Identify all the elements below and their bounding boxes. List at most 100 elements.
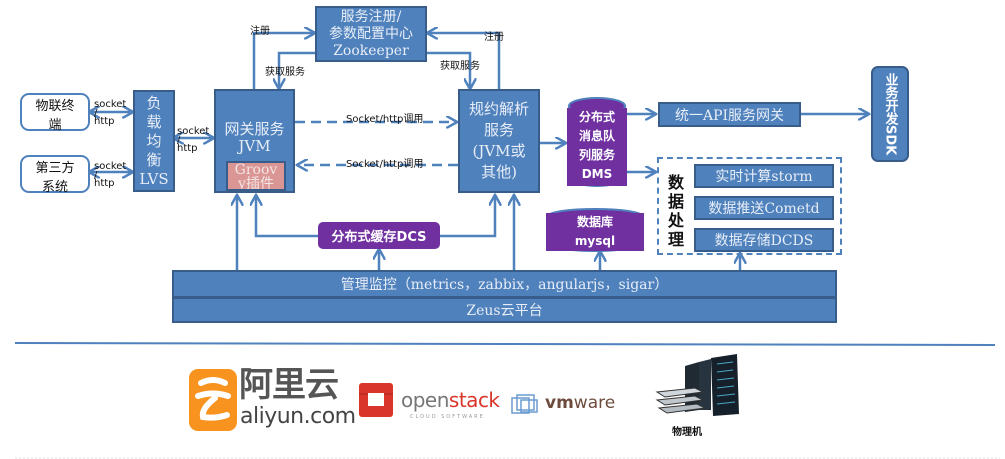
dcds-label: 数据存储DCDS xyxy=(714,233,814,249)
cloud-platform-label: Zeus云平台 xyxy=(466,303,543,319)
title-char: 数 xyxy=(667,173,684,192)
zookeeper-label-3: Zookeeper xyxy=(333,42,409,59)
title-char: 据 xyxy=(667,192,684,211)
arrow-cache-gateway xyxy=(256,196,318,238)
discover-label-left: 获取服务 xyxy=(265,67,305,78)
lvs-char: 负 xyxy=(146,93,162,112)
aliyun-cn-text: 阿里云 xyxy=(239,365,339,405)
http-text: http xyxy=(94,116,115,127)
register-label-right: 注册 xyxy=(484,32,504,43)
vmware-text-b: ware xyxy=(573,393,616,413)
socket-text: socket xyxy=(94,161,127,172)
parser-label-2: 服务 xyxy=(483,121,514,139)
arrow-parser-discover xyxy=(426,51,470,88)
call-label-backward: Socket/http调用 xyxy=(346,159,424,170)
dms-label-4: DMS xyxy=(581,167,613,181)
zookeeper-node: 服务注册/ 参数配置中心 Zookeeper xyxy=(315,6,427,62)
http-text: http xyxy=(177,143,198,154)
server-rack-icon xyxy=(655,354,739,416)
arrow-gateway-register xyxy=(252,33,314,90)
openstack-cube-icon xyxy=(359,383,393,417)
storm-node: 实时计算storm xyxy=(694,164,834,188)
socket-text: socket xyxy=(94,99,127,110)
aliyun-en-text: aliyun.com xyxy=(240,404,356,429)
cache-node: 分布式缓存DCS xyxy=(318,222,440,249)
protocol-label-lvs: socket / http xyxy=(177,126,209,154)
lvs-char: 载 xyxy=(146,112,162,131)
protocol-label-iot: socket / http xyxy=(94,99,126,127)
sdk-label: 业务开发SDK xyxy=(882,72,898,156)
parser-label-3: (JVM或 xyxy=(472,142,526,160)
physical-server-icon xyxy=(655,352,747,420)
register-label-left: 注册 xyxy=(250,26,270,37)
dms-label-3: 列服务 xyxy=(578,148,615,162)
arrow-gateway-discover xyxy=(279,51,316,88)
call-label-forward: Socket/http调用 xyxy=(346,114,424,125)
openstack-subtitle: CLOUD SOFTWARE xyxy=(410,414,485,420)
cache-label: 分布式缓存DCS xyxy=(331,230,427,245)
iot-terminal-node: 物联终 端 xyxy=(20,93,90,133)
openstack-text-b: stack xyxy=(448,388,500,412)
vmware-text-a: vm xyxy=(545,393,574,413)
zookeeper-label-1: 服务注册/ xyxy=(340,8,402,25)
storm-label: 实时计算storm xyxy=(715,169,813,185)
aliyun-logo-icon xyxy=(189,369,237,431)
data-processing-group: 数 据 处 理 实时计算storm 数据推送Cometd 数据存储DCDS xyxy=(657,157,842,255)
third-party-node: 第三方 系统 xyxy=(20,155,90,195)
api-gateway-node: 统一API服务网关 xyxy=(658,102,801,127)
openstack-text-a: open xyxy=(401,388,449,412)
discover-label-right: 获取服务 xyxy=(440,61,480,72)
gateway-title: 网关服务 xyxy=(224,120,285,138)
message-queue-node: 分布式 消息队 列服务 DMS xyxy=(567,96,627,188)
slash-text: / xyxy=(94,108,98,119)
openstack-wordmark: openstack xyxy=(401,389,500,411)
monitoring-bar: 管理监控（metrics，zabbix，angularjs，sigar） xyxy=(172,270,837,298)
parser-label-4: 其他) xyxy=(481,163,517,181)
parser-label-1: 规约解析 xyxy=(468,100,529,118)
groovy-plugin-node: Groov y插件 xyxy=(226,161,286,191)
iot-terminal-label-2: 端 xyxy=(48,118,62,133)
database-label-2: mysql xyxy=(574,234,616,248)
lvs-char: 均 xyxy=(146,131,162,150)
monitoring-label: 管理监控（metrics，zabbix，angularjs，sigar） xyxy=(340,277,669,293)
database-label-1: 数据库 xyxy=(576,215,613,229)
title-char: 理 xyxy=(667,230,684,249)
dms-label-1: 分布式 xyxy=(578,110,615,124)
zookeeper-label-2: 参数配置中心 xyxy=(329,25,413,42)
openstack-logo-icon xyxy=(357,381,395,419)
groovy-label-1: Groov xyxy=(234,162,278,178)
cometd-label: 数据推送Cometd xyxy=(708,201,820,217)
section-divider xyxy=(14,342,996,346)
http-text: http xyxy=(94,178,115,189)
arrow-cache-parser xyxy=(440,196,495,238)
dms-label-2: 消息队 xyxy=(578,129,615,143)
lvs-char: LVS xyxy=(139,169,169,188)
cometd-node: 数据推送Cometd xyxy=(694,196,834,220)
lvs-char: 衡 xyxy=(146,150,162,169)
sdk-node: 业务开发SDK xyxy=(871,66,909,162)
vmware-logo-icon xyxy=(510,392,540,416)
cloud-glyph-icon xyxy=(195,377,231,421)
slash-text: / xyxy=(177,135,181,146)
third-party-label-2: 系统 xyxy=(41,180,68,195)
slash-text: / xyxy=(94,170,98,181)
physical-server-label: 物理机 xyxy=(672,427,702,438)
iot-terminal-label-1: 物联终 xyxy=(35,99,75,114)
database-node: 数据库 mysql xyxy=(546,207,644,253)
protocol-parser-node: 规约解析 服务 (JVM或 其他) xyxy=(458,89,540,193)
vmware-squares-icon xyxy=(511,394,538,414)
socket-text: socket xyxy=(177,126,210,137)
arrow-parser-register xyxy=(428,33,501,90)
protocol-label-third: socket / http xyxy=(94,161,126,189)
cloud-platform-bar: Zeus云平台 xyxy=(172,297,837,323)
title-char: 处 xyxy=(667,211,684,230)
dcds-node: 数据存储DCDS xyxy=(694,228,834,252)
api-gateway-label: 统一API服务网关 xyxy=(674,107,785,124)
data-processing-title: 数 据 处 理 xyxy=(667,173,685,249)
load-balancer-node: 负 载 均 衡 LVS xyxy=(133,90,175,192)
groovy-label-2: y插件 xyxy=(238,176,274,191)
gateway-runtime: JVM xyxy=(238,137,271,155)
vmware-wordmark: vmware xyxy=(545,393,615,413)
third-party-label-1: 第三方 xyxy=(35,161,75,176)
